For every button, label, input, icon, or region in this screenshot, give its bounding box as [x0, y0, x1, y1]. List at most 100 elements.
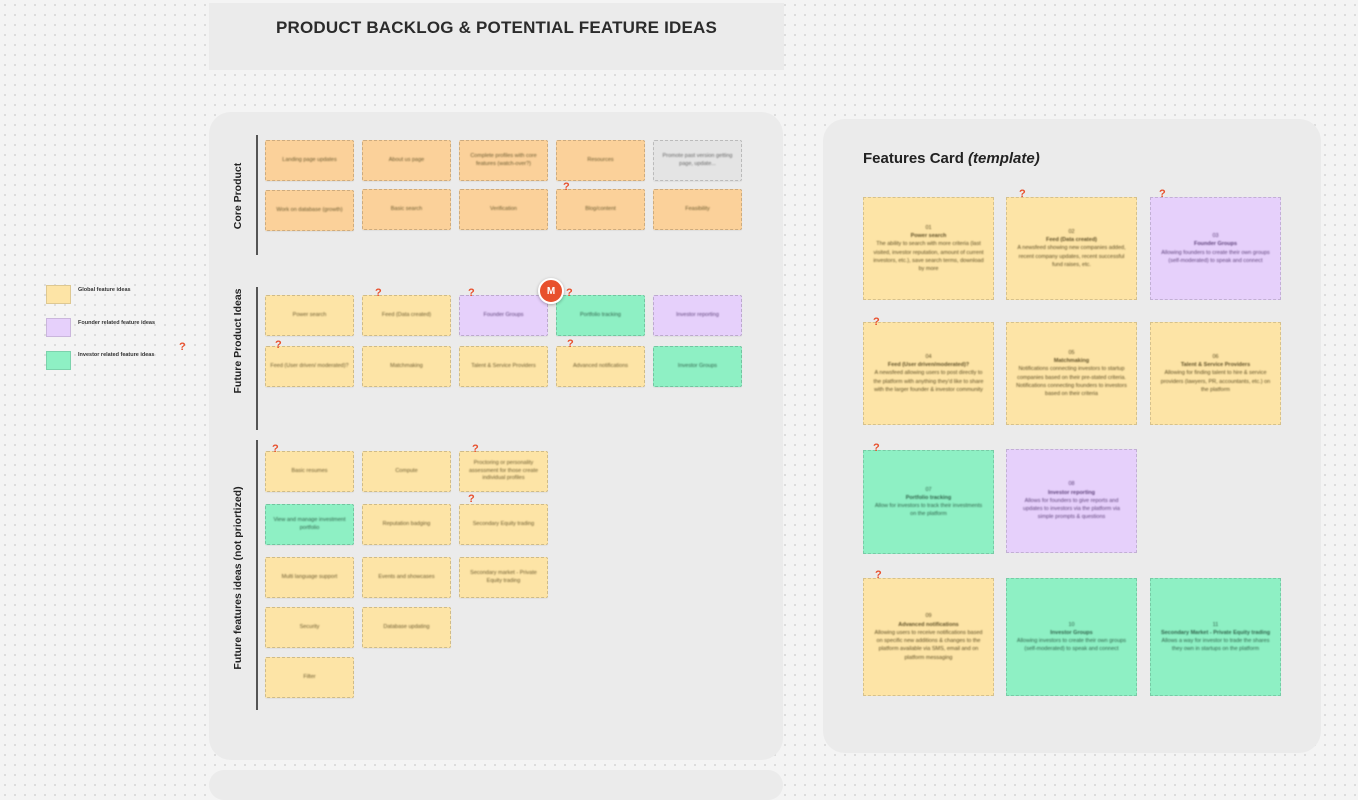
feature-card-description: A newsfeed allowing users to post direct… — [873, 370, 984, 393]
board-title-panel: PRODUCT BACKLOG & POTENTIAL FEATURE IDEA… — [209, 3, 784, 70]
sticky-future-product[interactable]: Portfolio tracking — [556, 295, 645, 336]
feature-card[interactable]: 03 Founder Groups Allowing founders to c… — [1150, 197, 1281, 300]
sticky-future-feature[interactable]: Compute — [362, 451, 451, 492]
feature-card-number: 02 — [1068, 228, 1075, 235]
sticky-core[interactable]: Resources — [556, 140, 645, 181]
question-mark-icon[interactable]: ? — [567, 338, 574, 350]
feature-card[interactable]: 10 Investor Groups Allowing investors to… — [1006, 578, 1137, 696]
sticky-core[interactable]: Verification — [459, 189, 548, 230]
sticky-core[interactable]: Promote past version getting page, updat… — [653, 140, 742, 181]
feature-card[interactable]: 02 Feed (Data created) A newsfeed showin… — [1006, 197, 1137, 300]
question-mark-icon[interactable]: ? — [873, 442, 880, 454]
question-mark-icon[interactable]: ? — [179, 341, 186, 353]
sticky-text: Multi language support — [281, 573, 338, 580]
sticky-future-feature[interactable]: Reputation badging — [362, 504, 451, 545]
feature-card[interactable]: 09 Advanced notifications Allowing users… — [863, 578, 994, 696]
sticky-future-feature[interactable]: Secondary Equity trading — [459, 504, 548, 545]
board-title: PRODUCT BACKLOG & POTENTIAL FEATURE IDEA… — [275, 18, 718, 37]
sticky-future-product[interactable]: Advanced notifications — [556, 346, 645, 387]
sticky-text: Compute — [395, 467, 418, 474]
sticky-future-product[interactable]: Matchmaking — [362, 346, 451, 387]
features-card-title-text: Features Card — [863, 150, 964, 167]
feature-card[interactable]: 11 Secondary Market - Private Equity tra… — [1150, 578, 1281, 696]
sticky-core[interactable]: About us page — [362, 140, 451, 181]
sticky-text: Filter — [303, 673, 316, 680]
sticky-future-feature[interactable]: Basic resumes — [265, 451, 354, 492]
sticky-core[interactable]: Work on database (growth) — [265, 190, 354, 231]
sticky-text: Basic resumes — [291, 467, 328, 474]
lower-panel-edge — [209, 770, 783, 800]
feature-card-description: Allowing for finding talent to hire & se… — [1160, 370, 1271, 393]
feature-card[interactable]: 05 Matchmaking Notifications connecting … — [1006, 322, 1137, 425]
question-mark-icon[interactable]: ? — [1159, 188, 1166, 200]
feature-card-number: 10 — [1068, 621, 1075, 628]
feature-card-description: A newsfeed showing new companies added, … — [1017, 245, 1126, 268]
feature-card-title: Investor reporting — [1047, 489, 1096, 496]
feature-card[interactable]: 06 Talent & Service Providers Allowing f… — [1150, 322, 1281, 425]
feature-card[interactable]: 08 Investor reporting Allows for founder… — [1006, 449, 1137, 553]
sticky-core[interactable]: Feasibility — [653, 189, 742, 230]
sticky-text: Portfolio tracking — [580, 311, 621, 318]
feature-card-number: 05 — [1068, 349, 1075, 356]
sticky-future-product[interactable]: Talent & Service Providers — [459, 346, 548, 387]
collaborator-avatar[interactable]: M — [538, 278, 564, 304]
feature-card[interactable]: 04 Feed (User driven/moderated)? A newsf… — [863, 322, 994, 425]
feature-card-number: 06 — [1212, 353, 1219, 360]
sticky-core[interactable]: Complete profiles with core features (wa… — [459, 140, 548, 181]
sticky-text: Investor Groups — [677, 362, 718, 369]
feature-card-title: Matchmaking — [1053, 358, 1090, 364]
question-mark-icon[interactable]: ? — [468, 287, 475, 299]
question-mark-icon[interactable]: ? — [563, 181, 570, 193]
sticky-future-feature[interactable]: Proctoring or personality assessment for… — [459, 451, 548, 492]
feature-card-title: Feed (User driven/moderated)? — [887, 362, 970, 369]
sticky-future-feature[interactable]: Multi language support — [265, 557, 354, 598]
sticky-core[interactable]: Blog/content — [556, 189, 645, 230]
question-mark-icon[interactable]: ? — [875, 569, 882, 581]
feature-card-title: Investor Groups — [1050, 629, 1093, 636]
future-product-divider — [256, 287, 258, 430]
question-mark-icon[interactable]: ? — [472, 443, 479, 455]
feature-card-title: Portfolio tracking — [905, 494, 952, 501]
sticky-future-product[interactable]: Investor Groups — [653, 346, 742, 387]
feature-card-title: Secondary Market - Private Equity tradin… — [1160, 629, 1271, 636]
feature-card-number: 01 — [925, 224, 932, 231]
question-mark-icon[interactable]: ? — [1019, 188, 1026, 200]
sticky-future-product[interactable]: Founder Groups — [459, 295, 548, 336]
sticky-text: Basic search — [390, 205, 423, 212]
sticky-future-feature[interactable]: Database updating — [362, 607, 451, 648]
feature-card-number: 03 — [1212, 233, 1219, 239]
sticky-core[interactable]: Landing page updates — [265, 140, 354, 181]
feature-card[interactable]: 07 Portfolio tracking Allow for investor… — [863, 450, 994, 554]
sticky-future-feature[interactable]: Secondary market - Private Equity tradin… — [459, 557, 548, 598]
question-mark-icon[interactable]: ? — [272, 443, 279, 455]
sticky-text: View and manage investment portfolio — [273, 516, 346, 531]
sticky-future-product[interactable]: Feed (User driven/ moderated)? — [265, 346, 354, 387]
feature-card-description: Allowing founders to create their own gr… — [1161, 249, 1270, 264]
sticky-text: Blog/content — [585, 205, 616, 212]
question-mark-icon[interactable]: ? — [468, 493, 475, 505]
legend-swatch-investor — [46, 351, 71, 370]
sticky-text: Secondary market - Private Equity tradin… — [470, 569, 537, 584]
question-mark-icon[interactable]: ? — [375, 287, 382, 299]
section-future-product-ideas: Future Product Ideas — [232, 288, 244, 394]
question-mark-icon[interactable]: ? — [873, 316, 880, 328]
sticky-future-feature[interactable]: Events and showcases — [362, 557, 451, 598]
sticky-text: Database updating — [383, 623, 430, 630]
feature-card-number: 09 — [925, 613, 932, 620]
feature-card-number: 07 — [925, 486, 932, 493]
sticky-future-feature[interactable]: Security — [265, 607, 354, 648]
sticky-future-feature[interactable]: View and manage investment portfolio — [265, 504, 354, 545]
question-mark-icon[interactable]: ? — [566, 287, 573, 299]
sticky-future-product[interactable]: Investor reporting — [653, 295, 742, 336]
sticky-text: Promote past version getting page, updat… — [662, 152, 733, 167]
sticky-future-feature[interactable]: Filter — [265, 657, 354, 698]
sticky-future-product[interactable]: Feed (Data created) — [362, 295, 451, 336]
question-mark-icon[interactable]: ? — [275, 339, 282, 351]
feature-card-description: The ability to search with more criteria… — [873, 241, 984, 272]
sticky-future-product[interactable]: Power search — [265, 295, 354, 336]
feature-card[interactable]: 01 Power search The ability to search wi… — [863, 197, 994, 300]
sticky-core[interactable]: Basic search — [362, 189, 451, 230]
sticky-text: Verification — [490, 205, 517, 212]
feature-card-number: 08 — [1068, 481, 1075, 488]
sticky-text: Talent & Service Providers — [471, 362, 536, 369]
